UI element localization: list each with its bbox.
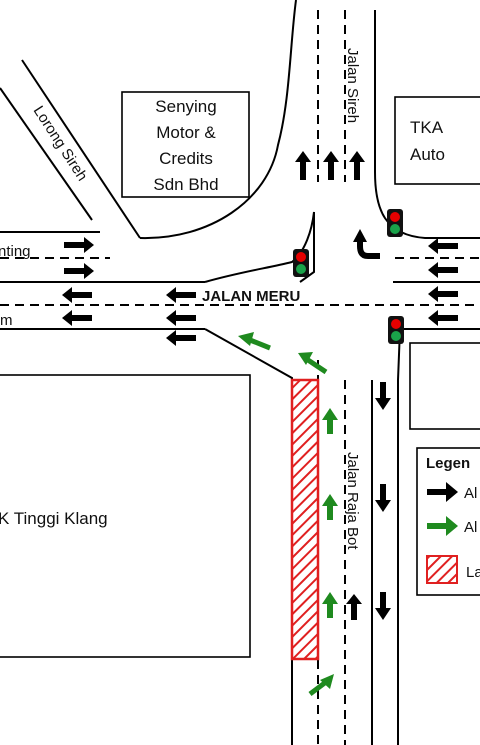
black-arrow-icon bbox=[427, 482, 458, 502]
tka-auto-building bbox=[394, 96, 480, 185]
green-arrow-up-icon bbox=[322, 408, 338, 434]
arrow-left-icon bbox=[428, 310, 458, 326]
arrow-left-icon bbox=[62, 287, 92, 303]
proposed-flow-diagonal-arrows bbox=[238, 332, 334, 696]
jalan-meru-label: JALAN MERU bbox=[202, 288, 300, 305]
arrow-left-icon bbox=[62, 310, 92, 326]
turn-left-arrow-icon bbox=[357, 240, 380, 259]
traffic-signal bbox=[293, 249, 309, 277]
arrow-left-icon bbox=[166, 330, 196, 346]
lorong-sireh-west-edge bbox=[0, 87, 93, 221]
traffic-signal bbox=[388, 316, 404, 344]
legend-item-label: Al bbox=[464, 519, 477, 536]
tka-line-2: Auto bbox=[410, 145, 445, 164]
traffic-signal bbox=[387, 209, 403, 237]
senying-line-4: Sdn Bhd bbox=[153, 175, 218, 194]
senying-line-2: Motor & bbox=[156, 123, 216, 142]
senying-line-3: Credits bbox=[159, 149, 213, 168]
jalan-sireh-label: Jalan Sireh bbox=[344, 48, 361, 123]
proposed-flow-arrows bbox=[322, 408, 338, 618]
arrow-down-icon bbox=[375, 484, 391, 512]
arrow-right-icon bbox=[64, 263, 94, 279]
legend-title: Legen bbox=[426, 455, 470, 472]
lorong-sireh-east-edge bbox=[21, 59, 141, 239]
hatched-lane-icon bbox=[426, 555, 458, 584]
arrow-left-icon bbox=[428, 262, 458, 278]
arrow-left-icon bbox=[428, 286, 458, 302]
arrow-up-icon bbox=[295, 151, 311, 180]
legend: Legen Al Al La bbox=[416, 447, 480, 596]
arrow-right-icon bbox=[64, 237, 94, 253]
jalan-sireh-west-edge bbox=[139, 0, 297, 240]
arrow-left-icon bbox=[166, 310, 196, 326]
arrow-left-icon bbox=[166, 287, 196, 303]
west-road-upper-label: nting bbox=[0, 243, 31, 260]
green-arrow-icon bbox=[427, 516, 458, 536]
legend-item-label: Al bbox=[464, 485, 477, 502]
jalan-raja-bot-east-edge bbox=[397, 328, 401, 745]
south-west-building-label: K Tinggi Klang bbox=[0, 509, 108, 528]
traffic-flow-arrows bbox=[62, 151, 458, 620]
buildings: Senying Motor & Credits Sdn Bhd TKA Auto… bbox=[0, 91, 480, 658]
proposed-lane-hatched bbox=[290, 378, 320, 661]
arrow-up-icon bbox=[346, 594, 362, 620]
green-arrow-up-icon bbox=[322, 592, 338, 618]
arrow-up-icon bbox=[323, 151, 339, 180]
senying-motor-building bbox=[121, 91, 250, 198]
turn-left-arrow-head bbox=[353, 229, 367, 242]
arrow-up-icon bbox=[349, 151, 365, 180]
arrow-left-icon bbox=[428, 238, 458, 254]
legend-item-label: La bbox=[466, 564, 480, 581]
green-arrow-diagonal-icon bbox=[306, 357, 328, 375]
traffic-island bbox=[204, 211, 315, 283]
arrow-down-icon bbox=[375, 382, 391, 410]
arrow-down-icon bbox=[375, 592, 391, 620]
jalan-sireh-east-edge bbox=[374, 10, 480, 239]
tka-line-1: TKA bbox=[410, 118, 444, 137]
jalan-raja-bot-label: Jalan Raja Bot bbox=[344, 452, 361, 550]
green-arrow-diagonal-icon bbox=[249, 337, 271, 351]
west-road-lower-label: m bbox=[0, 312, 13, 329]
green-arrow-diagonal-icon bbox=[308, 680, 328, 696]
green-arrow-up-icon bbox=[322, 494, 338, 520]
south-west-building bbox=[0, 374, 251, 658]
south-east-building bbox=[409, 342, 480, 430]
senying-line-1: Senying bbox=[155, 97, 216, 116]
